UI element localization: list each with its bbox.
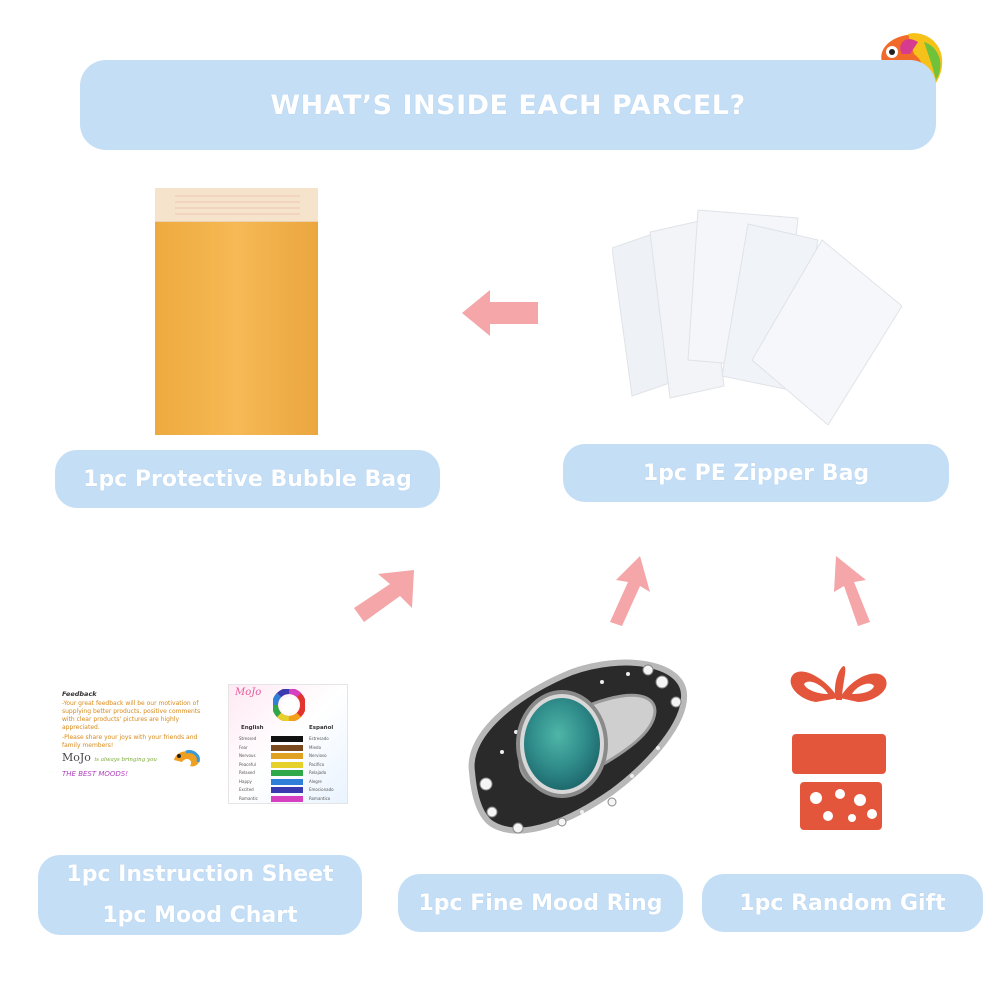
page-title: WHAT’S INSIDE EACH PARCEL? [80, 60, 936, 150]
instruction-sheet-label: 1pc Instruction Sheet 1pc Mood Chart [38, 855, 362, 935]
mood-spanish: Alegre [309, 778, 322, 784]
mood-spanish: Emocionado [309, 787, 334, 792]
mood-color-swatch [271, 753, 303, 759]
feedback-title: Feedback [62, 690, 97, 698]
mood-ring-image [462, 652, 690, 842]
mood-chart-row: Peaceful Pacifico [239, 761, 339, 769]
mood-english: Happy [239, 778, 252, 784]
mood-spanish: Miedo [309, 744, 322, 750]
instruction-sheet-image: Feedback -Your great feedback will be ou… [62, 690, 212, 798]
mood-english: Nervous [239, 753, 256, 758]
mood-ring-label: 1pc Fine Mood Ring [398, 874, 683, 932]
mood-spanish: Estresado [309, 736, 329, 741]
arrow-up-icon [606, 556, 652, 626]
zipper-bag-label: 1pc PE Zipper Bag [563, 444, 949, 502]
feedback-text-2: -Please share your joys with your friend… [62, 734, 198, 749]
brand-name: MoJo [62, 751, 91, 764]
mood-spanish: Relajado [309, 770, 327, 775]
mood-chart-row: Nervous Nervioso [239, 752, 339, 760]
mood-chart-row: Happy Alegre [239, 778, 339, 786]
mood-color-swatch [271, 770, 303, 776]
arrow-left-icon [462, 290, 538, 336]
mood-chart-row: Relaxed Relajado [239, 769, 339, 777]
arrow-up-icon [826, 556, 874, 626]
mood-chart-row: Fear Miedo [239, 744, 339, 752]
mood-english: Fear [239, 744, 248, 750]
mood-chart-brand: MoJo [235, 687, 262, 698]
instruction-sheet-text: 1pc Instruction Sheet [66, 862, 334, 887]
mood-color-swatch [271, 736, 303, 742]
feedback-text-1: -Your great feedback will be our motivat… [62, 700, 201, 731]
mood-color-swatch [271, 761, 303, 768]
random-gift-label: 1pc Random Gift [702, 874, 983, 932]
chameleon-icon [174, 750, 200, 767]
mood-spanish: Romantico [309, 795, 331, 801]
mood-color-wheel-icon [273, 689, 305, 721]
arrow-up-right-icon [350, 568, 418, 622]
mood-chart-header-en: English [241, 725, 264, 731]
mood-english: Relaxed [239, 770, 255, 775]
mood-spanish: Nervioso [309, 753, 327, 758]
zipper-bag-image [611, 200, 903, 426]
mood-color-swatch [271, 778, 303, 785]
mood-english: Peaceful [239, 761, 256, 767]
mood-english: Excited [239, 787, 254, 792]
mood-english: Stressed [239, 736, 257, 741]
gift-icon [786, 658, 892, 832]
mood-chart-text: 1pc Mood Chart [102, 903, 298, 928]
mood-color-swatch [271, 795, 303, 802]
mood-color-swatch [271, 744, 303, 751]
mood-chart-row: Excited Emocionado [239, 786, 339, 794]
mood-spanish: Pacifico [309, 761, 325, 767]
mood-chart-header-es: Español [309, 725, 334, 731]
mood-english: Romantic [239, 795, 258, 801]
bubble-bag-label: 1pc Protective Bubble Bag [55, 450, 440, 508]
best-moods-text: THE BEST MOODS! [62, 770, 129, 778]
mood-color-swatch [271, 787, 303, 793]
brand-tagline: is always bringing you [94, 757, 157, 763]
bubble-bag-image [155, 188, 318, 435]
mood-chart-row: Stressed Estresado [239, 735, 339, 743]
mood-chart-row: Romantic Romantico [239, 795, 339, 803]
